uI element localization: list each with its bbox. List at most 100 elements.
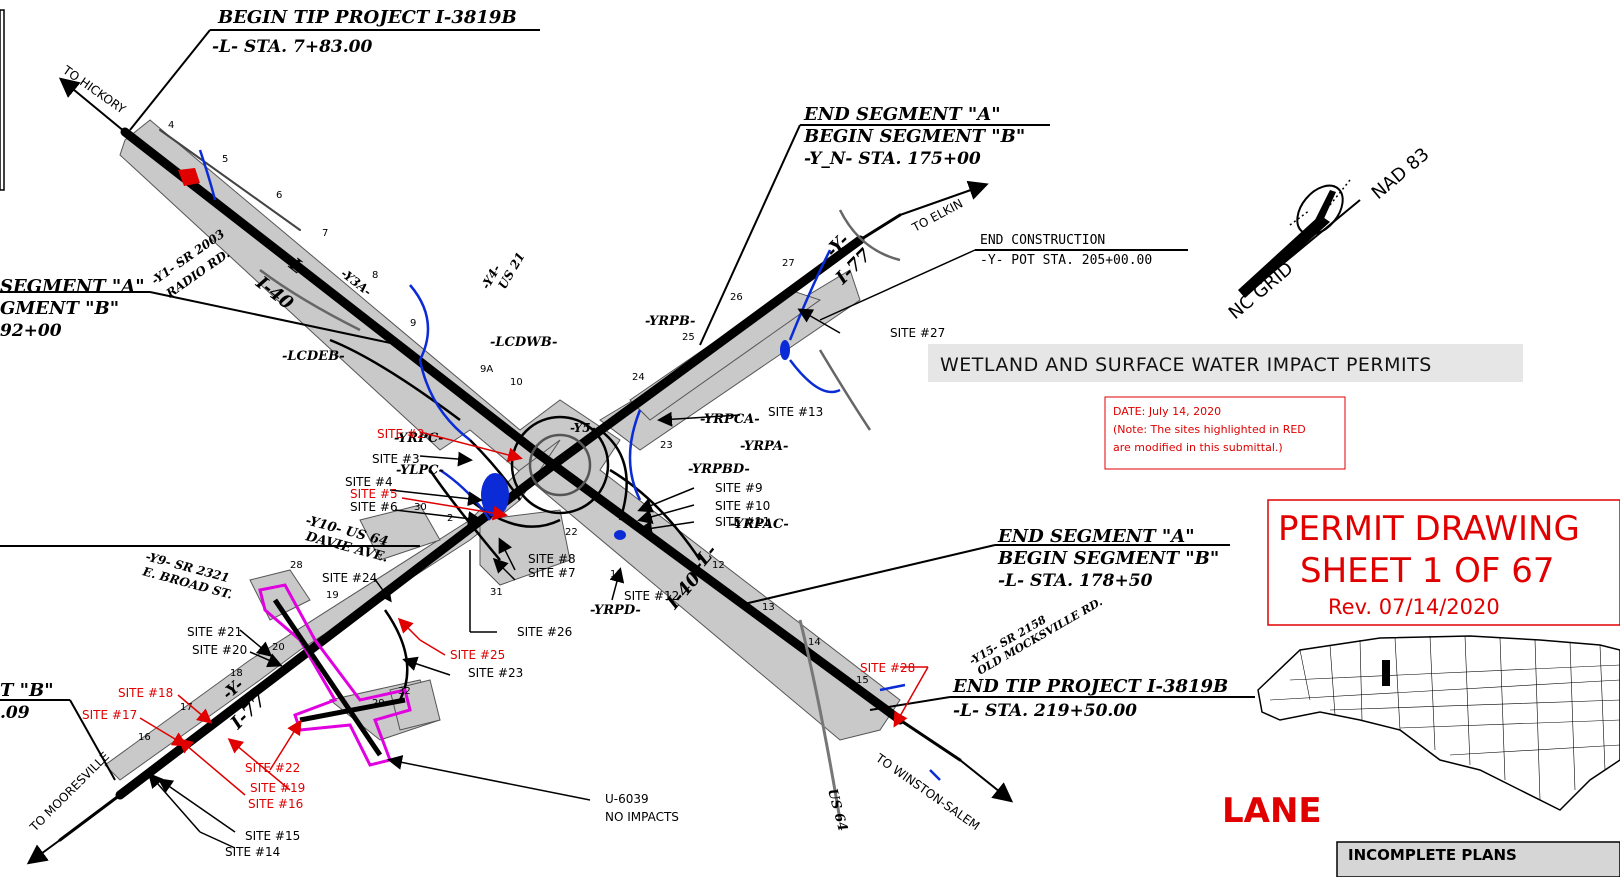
label-lcdeb: -LCDEB- <box>282 349 345 364</box>
u6039-roads <box>272 598 406 757</box>
site-label: SITE #10 <box>715 499 770 513</box>
site-label-modified: SITE #18 <box>118 686 173 700</box>
site-labels-red: SITE #2 SITE #5 SITE #16 SITE #17 SITE #… <box>82 427 915 811</box>
begin-project-station: -L- STA. 7+83.00 <box>212 37 372 57</box>
site-label-modified: SITE #28 <box>860 661 915 675</box>
site-label: SITE #7 <box>528 566 576 580</box>
end-construction-title: END CONSTRUCTION <box>980 233 1105 248</box>
sheet-number: 19 <box>326 590 339 601</box>
segment-b-left-callout: T "B" .09 <box>0 545 420 781</box>
sheet-number: 20 <box>272 642 285 653</box>
segment-a-left-callout: SEGMENT "A" GMENT "B" 92+00 <box>0 276 401 346</box>
direction-arrows <box>26 77 1014 865</box>
sheet-number: 31 <box>490 587 503 598</box>
site-label: SITE #12 <box>624 589 679 603</box>
sheet-number: 29 <box>372 698 385 709</box>
i40-mainline <box>120 127 962 762</box>
label-to-hickory: TO HICKORY <box>59 62 128 116</box>
site-label: SITE #13 <box>768 405 823 419</box>
label-ylpc: -YLPC- <box>396 463 444 478</box>
site-label: SITE #11 <box>715 515 770 529</box>
sheet-number-labels: 4 5 6 7 8 9 9A 10 30 2 22 11 12 13 14 15… <box>138 120 869 743</box>
u6039-no-impacts: NO IMPACTS <box>605 810 679 824</box>
sheet-number: 12 <box>712 560 725 571</box>
north-arrow: NC GRID NAD 83 <box>1225 144 1434 324</box>
label-yrpac: -YRPAC- <box>730 517 789 532</box>
nc-grid-label: NC GRID <box>1225 258 1298 324</box>
site-label-modified: SITE #19 <box>250 781 305 795</box>
site-label: SITE #27 <box>890 326 945 340</box>
sheet-number: 10 <box>510 377 523 388</box>
l-station-right: -L- STA. 178+50 <box>998 571 1153 591</box>
sheet-number: 17 <box>180 702 193 713</box>
permits-banner-bg <box>928 344 1523 382</box>
sheet-number: 18 <box>230 668 243 679</box>
label-yrpd: -YRPD- <box>590 603 641 618</box>
end-project-station: -L- STA. 219+50.00 <box>953 701 1137 721</box>
site-label: SITE #4 <box>345 475 393 489</box>
site-label-modified: SITE #2 <box>377 427 425 441</box>
nc-state-map <box>1257 635 1620 811</box>
label-lcdwb: -LCDWB- <box>490 335 557 350</box>
incomplete-plans-banner <box>1336 841 1620 877</box>
site-label: SITE #3 <box>372 452 420 466</box>
site-label: SITE #23 <box>468 666 523 680</box>
sheet-number: 5 <box>222 154 228 165</box>
permits-banner: WETLAND AND SURFACE WATER IMPACT PERMITS <box>940 354 1432 376</box>
permit-drawing-box <box>1267 499 1620 626</box>
label-yrpa: -YRPA- <box>740 439 788 454</box>
incomplete-plans-label: INCOMPLETE PLANS <box>1348 846 1517 864</box>
site-callouts-red <box>139 431 929 796</box>
sheet-number: 7 <box>322 228 328 239</box>
site-label-modified: SITE #16 <box>248 797 303 811</box>
permit-revision: Rev. 07/14/2020 <box>1328 595 1500 619</box>
site-label-modified: SITE #17 <box>82 708 137 722</box>
site-label: SITE #21 <box>187 625 242 639</box>
site-label: SITE #24 <box>322 571 377 585</box>
left-station: 92+00 <box>0 321 62 341</box>
end-construction-station: -Y- POT STA. 205+00.00 <box>980 253 1152 268</box>
impact-highlight-red <box>178 168 200 186</box>
permit-sheet-number: SHEET 1 OF 67 <box>1300 551 1555 591</box>
sheet-number: 32 <box>398 686 411 697</box>
sheet-number: 11 <box>610 569 623 580</box>
end-project-title: END TIP PROJECT I-3819B <box>952 676 1228 697</box>
label-y15b: OLD MOCKSVILLE RD. <box>975 595 1105 677</box>
end-segment-a-top: END SEGMENT "A" <box>803 104 1001 125</box>
site-label: SITE #14 <box>225 845 280 859</box>
sheet-edge-box <box>0 9 5 191</box>
label-y5: -Y5- <box>570 421 596 435</box>
begin-segment-b-right: BEGIN SEGMENT "B" <box>997 548 1219 569</box>
note-line1: (Note: The sites highlighted in RED <box>1113 423 1306 436</box>
label-to-winston-salem: TO WINSTON-SALEM <box>872 750 982 833</box>
sheet-number: 2 <box>447 513 453 524</box>
sheet-number: 13 <box>762 602 775 613</box>
sheet-number: 9 <box>410 318 416 329</box>
sheet-number: 27 <box>782 258 795 269</box>
left-b-station: .09 <box>0 703 30 723</box>
site-label-modified: SITE #25 <box>450 648 505 662</box>
note-date: DATE: July 14, 2020 <box>1113 405 1221 418</box>
site-label: SITE #9 <box>715 481 763 495</box>
permit-drawing-title: PERMIT DRAWING <box>1278 509 1580 549</box>
note-box <box>1104 396 1346 470</box>
sheet-number: 24 <box>632 372 645 383</box>
label-yrpbd: -YRPBD- <box>688 462 750 477</box>
site-label-modified: SITE #5 <box>350 487 398 501</box>
end-construction-callout: END CONSTRUCTION -Y- POT STA. 205+00.00 <box>819 233 1188 321</box>
sheet-number: 14 <box>808 637 821 648</box>
sheet-number: 28 <box>290 560 303 571</box>
wetland-streams <box>198 149 941 781</box>
label-us64: US 64 <box>824 787 850 833</box>
u6039-label: U-6039 <box>605 792 649 806</box>
site-labels-black: SITE #3 SITE #4 SITE #6 SITE #8 SITE #7 … <box>187 326 945 859</box>
begin-segment-b-top: BEGIN SEGMENT "B" <box>803 126 1025 147</box>
site-label: SITE #8 <box>528 552 576 566</box>
label-yrpb: -YRPB- <box>645 314 695 329</box>
sheet-number: 26 <box>730 292 743 303</box>
label-yrpca: -YRPCA- <box>700 412 760 427</box>
segment-a-right-callout: END SEGMENT "A" BEGIN SEGMENT "B" -L- ST… <box>739 526 1230 606</box>
begin-project-callout: BEGIN TIP PROJECT I-3819B -L- STA. 7+83.… <box>129 7 540 131</box>
sheet-number: 22 <box>565 527 578 538</box>
